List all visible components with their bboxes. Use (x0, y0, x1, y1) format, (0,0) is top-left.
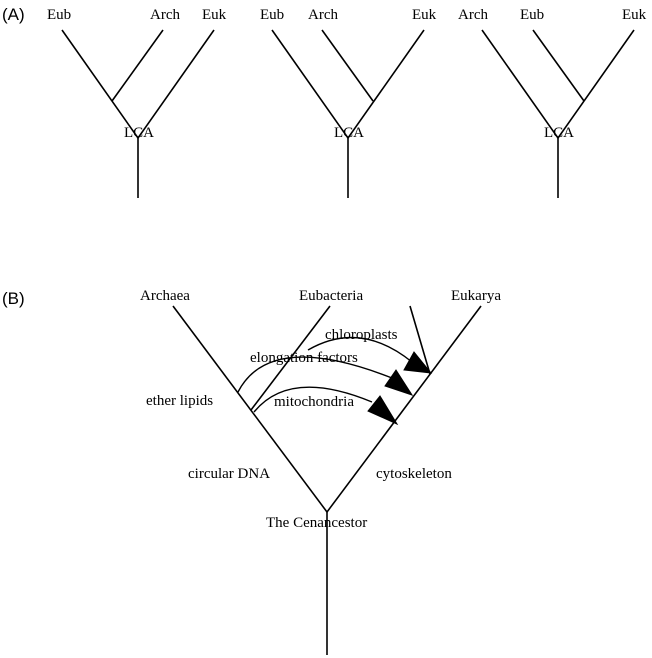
tree-a3-taxon-3: Euk (622, 7, 647, 23)
tree-b-taxon-eukarya: Eukarya (451, 288, 501, 304)
tree-a3-branch-right (557, 29, 635, 139)
tree-a1-taxon-1: Eub (47, 7, 71, 23)
tree-b-annot-ether-lipids: ether lipids (146, 393, 213, 409)
tree-a2-taxon-1: Eub (260, 7, 284, 23)
tree-a2: Eub Arch Euk LCA (260, 7, 437, 198)
transfer-label-elongation-factors: elongation factors (250, 350, 358, 366)
transfer-arc-mitochondria (253, 386, 373, 413)
tree-a2-root-label: LCA (334, 125, 364, 141)
tree-a3-root-label: LCA (544, 125, 574, 141)
tree-a3: Arch Eub Euk LCA (458, 7, 647, 198)
panel-a-label: (A) (2, 5, 25, 24)
tree-b-branch-eukarya (326, 305, 482, 513)
transfer-arrowhead-chloroplasts (403, 351, 433, 374)
tree-a2-branch-left (271, 29, 349, 139)
tree-a2-branch-right (347, 29, 425, 139)
tree-b-root-label: The Cenancestor (266, 515, 367, 531)
tree-a1-root-label: LCA (124, 125, 154, 141)
tree-a3-taxon-2: Eub (520, 7, 544, 23)
tree-a1-branch-right (137, 29, 215, 139)
transfer-label-mitochondria: mitochondria (274, 394, 354, 410)
transfer-label-chloroplasts: chloroplasts (325, 327, 398, 343)
tree-a2-branch-inner (321, 29, 374, 102)
tree-a1-taxon-2: Arch (150, 7, 180, 23)
tree-b-branch-chloroplast-source (409, 305, 431, 375)
tree-b-annot-cytoskeleton: cytoskeleton (376, 466, 452, 482)
tree-a3-taxon-1: Arch (458, 7, 488, 23)
transfer-arrowhead-mitochondria (367, 395, 399, 426)
tree-a1-branch-inner (111, 29, 164, 102)
tree-a2-taxon-3: Euk (412, 7, 437, 23)
tree-a1-taxon-3: Euk (202, 7, 227, 23)
tree-b: Archaea Eubacteria Eukarya ether lipids … (140, 288, 501, 655)
panel-b-label: (B) (2, 289, 25, 308)
transfer-arc-chloroplasts (307, 336, 413, 363)
tree-a1: Eub Arch Euk LCA (47, 7, 227, 198)
tree-a3-branch-left (481, 29, 559, 139)
tree-b-annot-circular-dna: circular DNA (188, 466, 270, 482)
tree-a1-branch-left (61, 29, 139, 139)
tree-b-taxon-eubacteria: Eubacteria (299, 288, 363, 304)
tree-a2-taxon-2: Arch (308, 7, 338, 23)
tree-b-branch-archaea (172, 305, 328, 513)
transfer-arc-elongation-factors (237, 356, 393, 393)
tree-b-taxon-archaea: Archaea (140, 288, 190, 304)
transfer-arrowhead-elongation-factors (384, 369, 414, 396)
tree-a3-branch-inner (532, 29, 585, 102)
